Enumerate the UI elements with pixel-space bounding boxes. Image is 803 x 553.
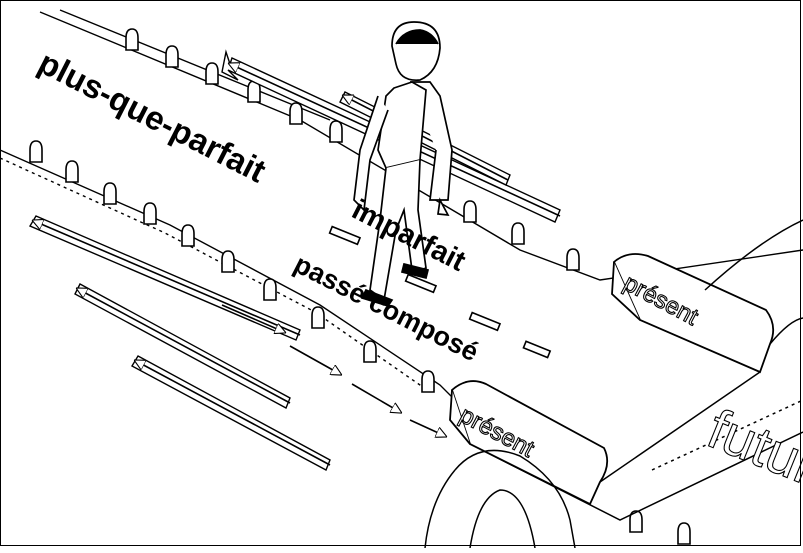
forward-arrows <box>221 304 445 436</box>
bridge-deck <box>424 219 803 549</box>
road-dashes <box>328 225 552 359</box>
past-arrow-lines <box>34 64 561 466</box>
student-figure <box>353 21 453 307</box>
label-futur: futur <box>700 397 803 497</box>
